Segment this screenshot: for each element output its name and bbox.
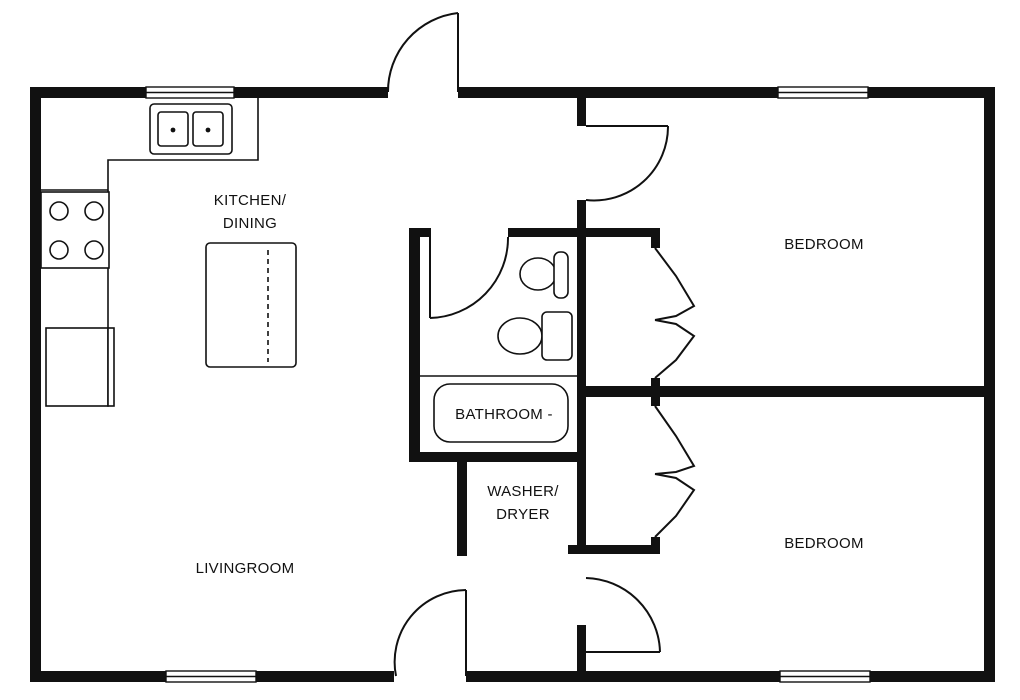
- wall-bath-top-right: [508, 228, 586, 237]
- wall-closet-upper-side: [651, 228, 660, 248]
- wall-bottom-right: [870, 671, 995, 682]
- kitchen-island: [205, 242, 297, 368]
- kitchen-fixtures: [40, 98, 297, 407]
- window-livingroom: [165, 670, 257, 683]
- window-kitchen: [145, 86, 235, 99]
- label-washer-line1: WASHER/: [487, 483, 559, 500]
- closet-door-upper: [654, 247, 696, 379]
- door-bathroom: [429, 236, 510, 319]
- wall-top-left: [30, 87, 146, 98]
- wall-bedroom-divider: [586, 386, 984, 397]
- label-bedroom-upper: BEDROOM: [784, 236, 864, 253]
- toilet-icon-upper: [519, 251, 569, 299]
- wall-top-mid-right: [458, 87, 778, 98]
- closet-door-lower: [654, 405, 696, 538]
- wall-closet-lower-bottom: [568, 545, 660, 554]
- wall-top-mid-left: [234, 87, 388, 98]
- label-kitchen-line2: DINING: [223, 215, 277, 232]
- label-bathroom: BATHROOM -: [455, 406, 553, 423]
- stove-icon: [40, 191, 110, 269]
- wall-closet-mid-side: [651, 378, 660, 406]
- wall-washer-left: [457, 452, 467, 556]
- window-bedroom-lower: [779, 670, 871, 683]
- wall-bath-left: [409, 228, 420, 462]
- label-livingroom: LIVINGROOM: [196, 560, 295, 577]
- door-bedroom-lower: [585, 577, 661, 653]
- label-bedroom-lower: BEDROOM: [784, 535, 864, 552]
- wall-bottom-left: [30, 671, 166, 682]
- wall-bedroom-left-mid: [577, 200, 586, 554]
- toilet-icon-lower: [497, 311, 573, 361]
- wall-right: [984, 87, 995, 682]
- label-washer-line2: DRYER: [496, 506, 550, 523]
- bathroom-fixtures: [420, 251, 577, 443]
- wall-closet-upper-top: [586, 228, 660, 237]
- refrigerator-icon: [45, 327, 115, 407]
- window-bedroom-upper: [777, 86, 869, 99]
- kitchen-counter: [41, 98, 259, 191]
- windows: [145, 86, 871, 683]
- exterior-walls: [30, 87, 995, 682]
- wall-bottom-mid-right: [466, 671, 780, 682]
- wall-bedroom-left-lower: [577, 625, 586, 671]
- bathtub-icon: [433, 383, 569, 443]
- wall-left: [30, 87, 41, 682]
- sink-icon: [149, 103, 233, 155]
- interior-walls: [409, 98, 984, 671]
- label-kitchen-line1: KITCHEN/: [214, 192, 287, 209]
- wall-top-right: [868, 87, 995, 98]
- wall-bath-bottom: [409, 452, 586, 462]
- doors: [386, 12, 696, 677]
- wall-bottom-mid-left: [256, 671, 394, 682]
- door-bedroom-upper: [585, 125, 670, 202]
- room-labels: KITCHEN/ DINING BEDROOM BEDROOM BATHROOM…: [196, 192, 864, 577]
- door-top-entry: [386, 12, 459, 93]
- door-bottom-entry: [393, 589, 467, 677]
- wall-bedroom-left-upper: [577, 98, 586, 126]
